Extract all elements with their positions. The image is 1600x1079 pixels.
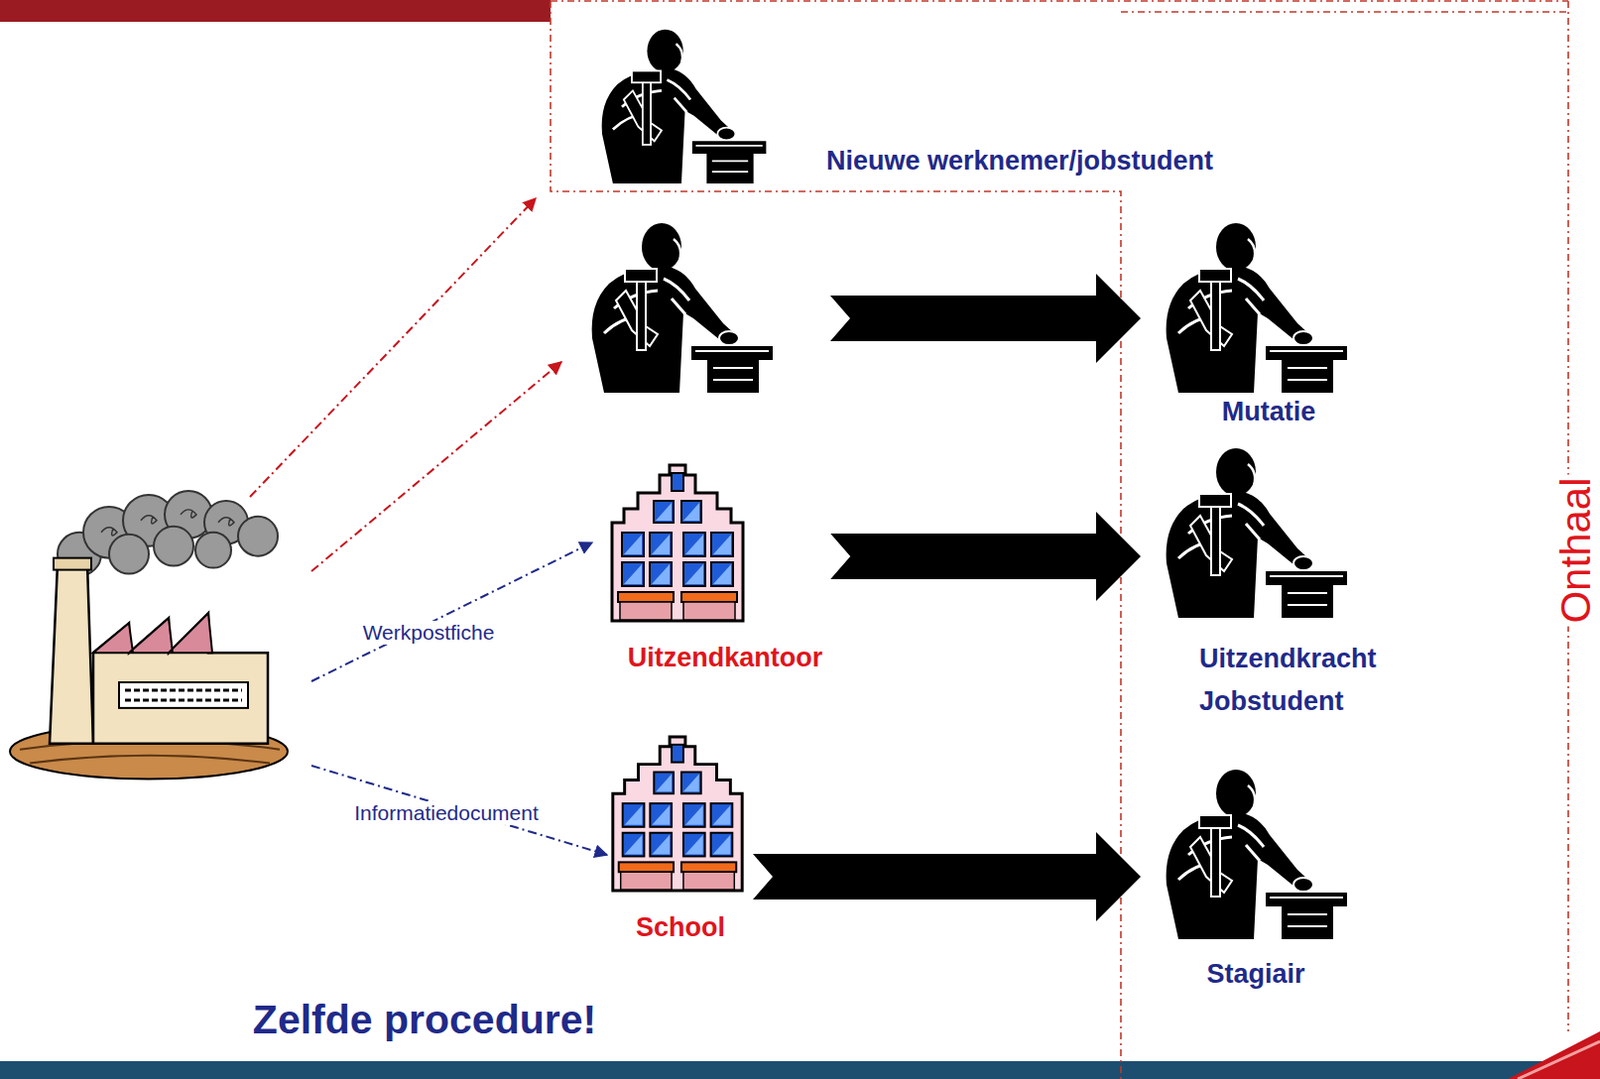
node-label: Uitzendkantoor bbox=[627, 636, 824, 680]
worker-figure bbox=[1166, 448, 1348, 618]
figure-node: Uitzendkantoor bbox=[606, 457, 827, 685]
worker-figure bbox=[592, 223, 773, 393]
document-label: Werkpostfiche bbox=[360, 620, 498, 645]
worker-figure bbox=[602, 29, 767, 184]
block-arrow bbox=[830, 273, 1141, 364]
document-label: Informatiedocument bbox=[351, 801, 542, 826]
figure-node: Uitzendkracht Jobstudent bbox=[1144, 440, 1381, 728]
node-label: Stagiair bbox=[1206, 953, 1305, 996]
flow-arrow bbox=[249, 198, 608, 856]
figure-node: Mutatie bbox=[1144, 215, 1352, 439]
corner-swoosh bbox=[1507, 1031, 1600, 1079]
factory-icon bbox=[9, 491, 288, 780]
node-label: Nieuwe werknemer/jobstudent bbox=[826, 139, 1214, 183]
building-icon bbox=[612, 465, 743, 621]
footer-band bbox=[0, 1061, 1600, 1079]
node-label: Mutatie bbox=[1222, 390, 1317, 434]
worker-figure bbox=[1166, 769, 1348, 940]
region-outline bbox=[550, 0, 1569, 1079]
block-arrow bbox=[752, 832, 1141, 922]
figure-node: School bbox=[606, 729, 749, 955]
building-icon bbox=[613, 737, 742, 891]
slide-note: Zelfde procedure! bbox=[249, 996, 600, 1044]
figure-node: Stagiair bbox=[1144, 761, 1352, 1001]
node-label: School bbox=[635, 906, 726, 950]
title-band bbox=[0, 0, 551, 22]
worker-figure bbox=[1166, 223, 1348, 393]
figure-node: Nieuwe werknemer/jobstudent bbox=[572, 21, 1218, 188]
block-arrow bbox=[830, 511, 1141, 602]
region-label: Onthaal bbox=[1552, 474, 1600, 626]
node-label: Uitzendkracht Jobstudent bbox=[1199, 637, 1377, 724]
